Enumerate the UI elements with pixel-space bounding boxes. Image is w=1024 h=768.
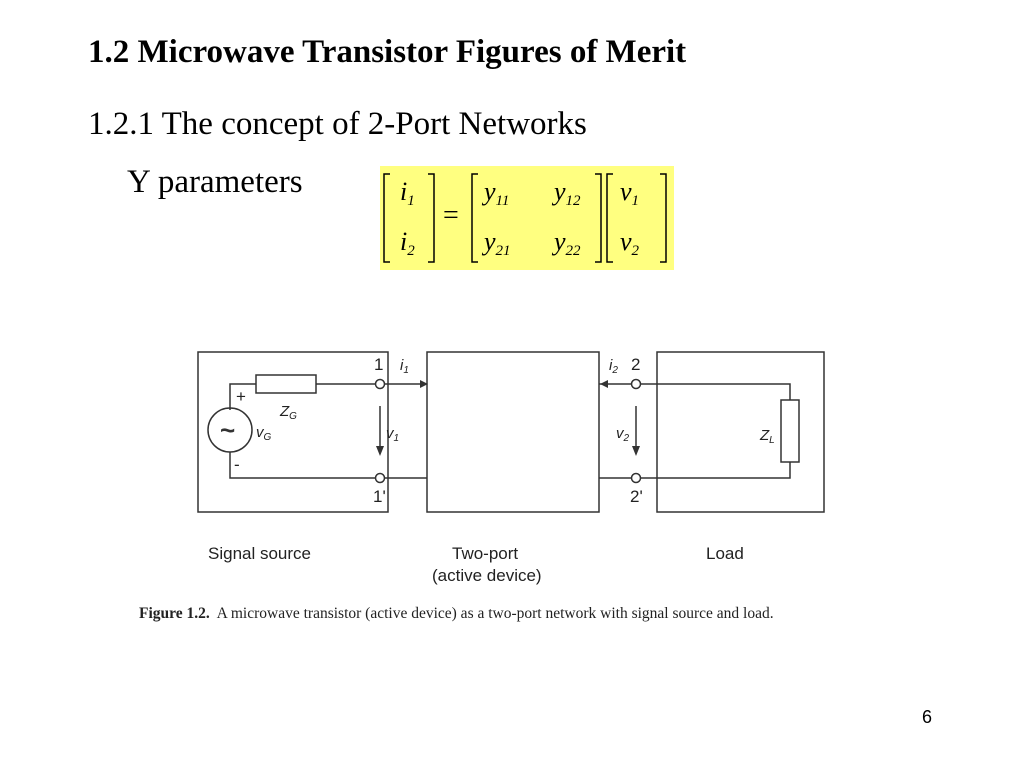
port2-top-label: 2 (631, 355, 640, 374)
rhs-v1: v1 (620, 177, 639, 209)
slide-title: 1.2 Microwave Transistor Figures of Meri… (88, 34, 687, 70)
port2-terminal-top (630, 378, 642, 390)
matrix-y22: y22 (551, 227, 581, 259)
equals-sign: = (443, 200, 459, 231)
port1-terminal-top (374, 378, 386, 390)
plus-sign: + (236, 387, 246, 406)
signal-source-box (197, 351, 389, 513)
port2-terminal-bottom (630, 472, 642, 484)
caption-label: Figure 1.2. (139, 605, 210, 622)
two-port-box (426, 351, 600, 513)
matrix-y21: y21 (481, 227, 511, 259)
v1-label: v1 (386, 425, 399, 444)
page-number: 6 (922, 707, 933, 727)
two-port-label: Two-port (452, 544, 518, 563)
two-port-network-diagram: ~ + - ZG vG 1 1' i1 v1 2 2' i2 v2 ZL (130, 282, 830, 597)
port2-bottom-label: 2' (630, 487, 643, 506)
port1-terminal-bottom (374, 472, 386, 484)
i2-label: i2 (609, 357, 618, 376)
y-parameter-equation: i1 i2 = y11 y12 y21 y22 v1 v2 (380, 166, 674, 270)
i1-label: i1 (400, 357, 409, 376)
port1-bottom-label: 1' (373, 487, 386, 506)
zl-resistor (780, 399, 800, 463)
matrix-y12: y12 (551, 177, 581, 209)
figure-caption: Figure 1.2. A microwave transistor (acti… (139, 603, 879, 625)
section-subtitle: 1.2.1 The concept of 2-Port Networks (88, 106, 587, 142)
minus-sign: - (234, 455, 240, 474)
caption-text: A microwave transistor (active device) a… (216, 605, 774, 622)
signal-source-label: Signal source (208, 544, 311, 563)
lhs-i1: i1 (400, 177, 415, 209)
load-label: Load (706, 544, 744, 563)
port1-top-label: 1 (374, 355, 383, 374)
rhs-v2: v2 (620, 227, 640, 259)
lhs-i2: i2 (400, 227, 415, 259)
vg-label: vG (256, 424, 272, 443)
active-device-label: (active device) (432, 566, 542, 585)
zl-label: ZL (759, 427, 775, 446)
y-parameters-label: Y parameters (127, 164, 303, 200)
matrix-y11: y11 (481, 177, 509, 209)
load-box (656, 351, 825, 513)
zg-label: ZG (279, 403, 297, 422)
v2-label: v2 (616, 425, 630, 444)
zg-resistor (255, 374, 317, 394)
tilde-symbol: ~ (220, 415, 235, 445)
